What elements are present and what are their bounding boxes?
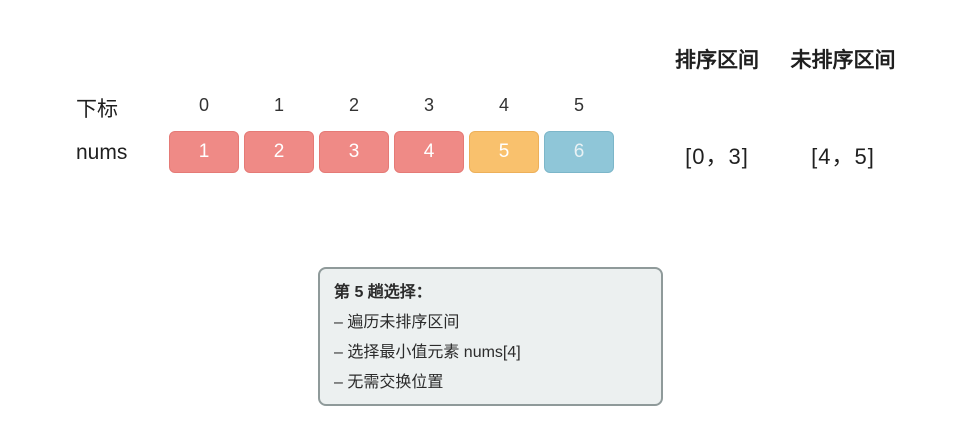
index-row: 0 1 2 3 4 5 [169,95,614,116]
nums-array-row: 1 2 3 4 5 6 [169,131,614,173]
index-label-4: 4 [498,95,509,115]
array-cell-1: 2 [244,131,314,173]
index-label-2: 2 [348,95,359,115]
unsorted-interval-value: [4，5] [811,144,875,169]
index-label-3: 3 [423,95,434,115]
step-info-line-1: – 遍历未排序区间 [334,314,460,331]
index-label-5: 5 [573,95,584,115]
array-cell-2: 3 [319,131,389,173]
unsorted-interval-header: 未排序区间 [790,49,896,72]
nums-row-label: nums [76,141,128,164]
sorted-interval-header: 排序区间 [675,49,759,72]
index-row-label: 下标 [76,98,118,121]
step-info-line-2: – 选择最小值元素 nums[4] [334,344,521,361]
step-info-box: 第 5 趟选择： – 遍历未排序区间 – 选择最小值元素 nums[4] – 无… [318,267,663,406]
array-cell-3: 4 [394,131,464,173]
step-info-line-3: – 无需交换位置 [334,374,444,391]
sorted-interval-value: [0，3] [685,144,749,169]
index-label-1: 1 [273,95,284,115]
array-cell-4: 5 [469,131,539,173]
array-cell-5: 6 [544,131,614,173]
array-cell-0: 1 [169,131,239,173]
index-label-0: 0 [198,95,209,115]
step-info-title: 第 5 趟选择： [334,284,432,301]
